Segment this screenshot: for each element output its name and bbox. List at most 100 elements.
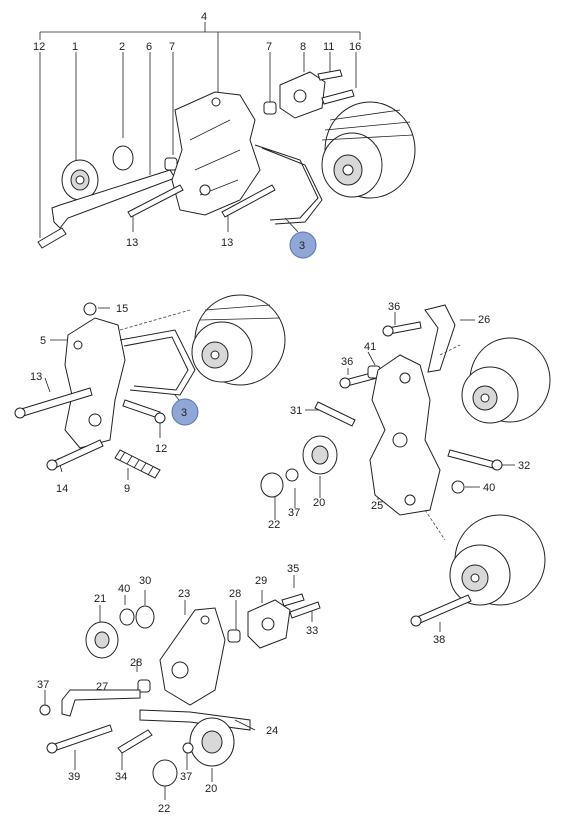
v-belt-3-top	[254, 144, 323, 225]
label-8: 8	[300, 41, 306, 53]
label-21: 21	[94, 593, 106, 605]
alternator-top	[321, 101, 416, 199]
bolt-37c	[182, 742, 194, 754]
retaining-ring-2	[112, 145, 134, 171]
label-13a: 13	[126, 237, 138, 249]
stud-31	[314, 401, 356, 427]
idler-pulley-1	[61, 159, 99, 201]
label-7a: 7	[169, 41, 175, 53]
label-3a: 3	[299, 240, 305, 252]
callout-3-top	[289, 231, 317, 259]
label-4: 4	[201, 11, 207, 23]
label-12: 12	[33, 41, 45, 53]
label-28b: 28	[130, 657, 142, 669]
spacer-7b	[263, 101, 277, 115]
label-37b: 37	[37, 679, 49, 691]
label-23: 23	[178, 588, 190, 600]
bottom-assembly	[39, 575, 321, 800]
label-30: 30	[139, 575, 151, 587]
label-32: 32	[518, 460, 530, 472]
cap-22a	[260, 472, 284, 498]
bolt-13b	[221, 184, 276, 218]
spacer-7a	[164, 157, 178, 171]
bracket-26	[424, 304, 456, 373]
bolt-35	[281, 593, 305, 607]
idler-pulley-20b	[189, 717, 235, 767]
label-24: 24	[266, 725, 278, 737]
bolt-12b	[122, 399, 161, 419]
label-7b: 7	[266, 41, 272, 53]
label-41: 41	[364, 341, 376, 353]
label-36b: 36	[341, 356, 353, 368]
label-14: 14	[56, 483, 68, 495]
bolt-37b	[39, 704, 51, 716]
bolt-12	[37, 227, 67, 249]
alternator-bracket-5	[64, 317, 126, 449]
label-22b: 22	[158, 803, 170, 815]
label-29: 29	[255, 575, 267, 587]
v-belt-24	[139, 709, 251, 731]
label-1: 1	[72, 41, 78, 53]
middle-left-assembly	[14, 294, 286, 480]
label-34: 34	[115, 771, 127, 783]
label-37c: 37	[180, 771, 192, 783]
idler-pulley-21	[85, 621, 119, 659]
spring-9	[114, 449, 161, 479]
label-39: 39	[68, 771, 80, 783]
top-assembly	[37, 22, 416, 259]
label-9: 9	[124, 483, 130, 495]
label-16: 16	[349, 41, 361, 53]
label-36a: 36	[388, 301, 400, 313]
support-bar-27	[61, 689, 141, 717]
bolt-11	[317, 69, 343, 81]
bolt-34	[117, 729, 153, 754]
label-22a: 22	[268, 519, 280, 531]
bolt-13a	[127, 184, 184, 218]
spacer-28a	[227, 629, 241, 643]
bolt-32	[447, 449, 496, 469]
label-6: 6	[146, 41, 152, 53]
label-26: 26	[478, 314, 490, 326]
label-20b: 20	[205, 783, 217, 795]
bolt-38	[414, 594, 472, 625]
label-31: 31	[290, 405, 302, 417]
bolt-37a	[285, 468, 299, 482]
label-38: 38	[433, 634, 445, 646]
label-33: 33	[306, 625, 318, 637]
alternator-right-bottom	[449, 514, 546, 606]
label-37a: 37	[288, 507, 300, 519]
label-15: 15	[116, 303, 128, 315]
bracket-23	[159, 607, 226, 706]
part-number-labels: 4 12 1 2 6 7 7 8 11 16 13 13 3 15 5 13 1…	[30, 11, 530, 815]
nut-40b	[119, 608, 135, 626]
idler-pulley-20a	[302, 435, 338, 475]
label-28a: 28	[229, 588, 241, 600]
label-5: 5	[40, 335, 46, 347]
bolt-39	[51, 724, 113, 752]
bolt-16	[321, 89, 355, 105]
bolt-33	[289, 601, 321, 619]
nut-40a	[451, 480, 465, 494]
label-35: 35	[287, 563, 299, 575]
alternator-right-top	[461, 337, 551, 424]
spacer-28b	[137, 679, 151, 693]
label-13c: 13	[30, 371, 42, 383]
label-2: 2	[119, 41, 125, 53]
label-40b: 40	[118, 583, 130, 595]
label-40a: 40	[483, 482, 495, 494]
nut-15	[83, 302, 97, 316]
middle-right-assembly	[260, 304, 551, 632]
v-belt-3-middle	[119, 329, 196, 396]
label-27: 27	[96, 681, 108, 693]
label-11: 11	[323, 41, 334, 53]
label-20a: 20	[313, 497, 325, 509]
alternator-middle	[191, 294, 286, 386]
ring-30	[135, 605, 155, 629]
label-3b: 3	[181, 407, 187, 419]
support-bar-6	[51, 169, 176, 229]
label-13b: 13	[221, 237, 233, 249]
cap-22b	[152, 759, 178, 787]
label-12b: 12	[155, 443, 167, 455]
callout-3-middle	[171, 398, 199, 426]
